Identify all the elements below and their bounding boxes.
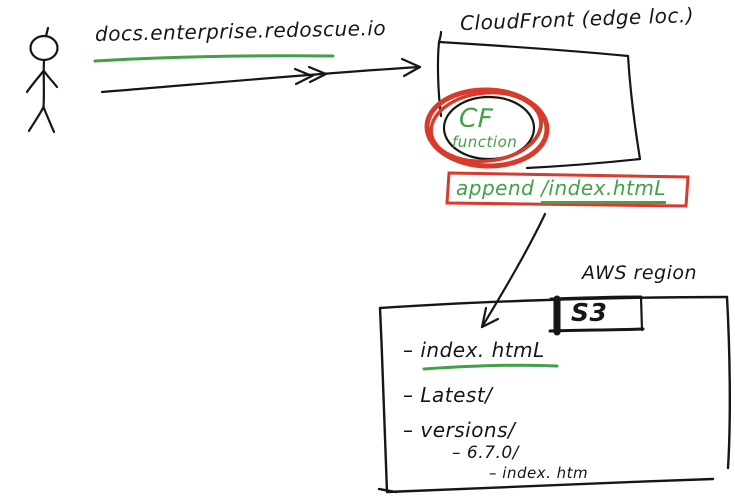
aws-region-label: AWS region [582, 262, 698, 284]
s3-label: S3 [571, 298, 608, 327]
s3-list-item-latest: – Latest/ [403, 383, 492, 407]
s3-item-label: index. htmL [420, 338, 545, 362]
dash-marker: – [452, 443, 461, 463]
s3-list-item-versions: – versions/ [403, 418, 515, 442]
s3-list-item-version-670: – 6.7.0/ [452, 443, 519, 463]
url-underline [93, 54, 335, 63]
dash-marker: – [403, 338, 414, 362]
index-underline [422, 363, 559, 371]
s3-item-label: Latest/ [420, 383, 493, 407]
s3-list-item-version-index: – index. htm [489, 464, 588, 482]
s3-item-label: index. htm [502, 464, 589, 482]
cf-label: CF [458, 103, 494, 135]
s3-tag-box [548, 295, 645, 336]
cf-function-circle [424, 87, 550, 169]
cloudfront-box [436, 30, 642, 170]
cf-function-label: function [452, 133, 518, 151]
dash-marker: – [489, 464, 497, 482]
request-host-label: docs.enterprise.redoscue.io [94, 15, 387, 47]
s3-item-label: versions/ [420, 418, 516, 442]
lookup-arrow-icon [480, 212, 547, 329]
s3-list-item-index: – index. htmL [403, 338, 545, 362]
s3-item-label: 6.7.0/ [466, 443, 519, 463]
append-rule-box [445, 171, 690, 208]
request-arrow-icon [100, 57, 422, 94]
append-word: append [456, 176, 535, 200]
append-path: /index.htmL [541, 176, 666, 204]
dash-marker: – [403, 383, 414, 407]
append-rule-label: append /index.htmL [456, 176, 666, 204]
person-icon [25, 26, 59, 134]
s3-bucket-box [377, 295, 732, 494]
dash-marker: – [403, 418, 414, 442]
